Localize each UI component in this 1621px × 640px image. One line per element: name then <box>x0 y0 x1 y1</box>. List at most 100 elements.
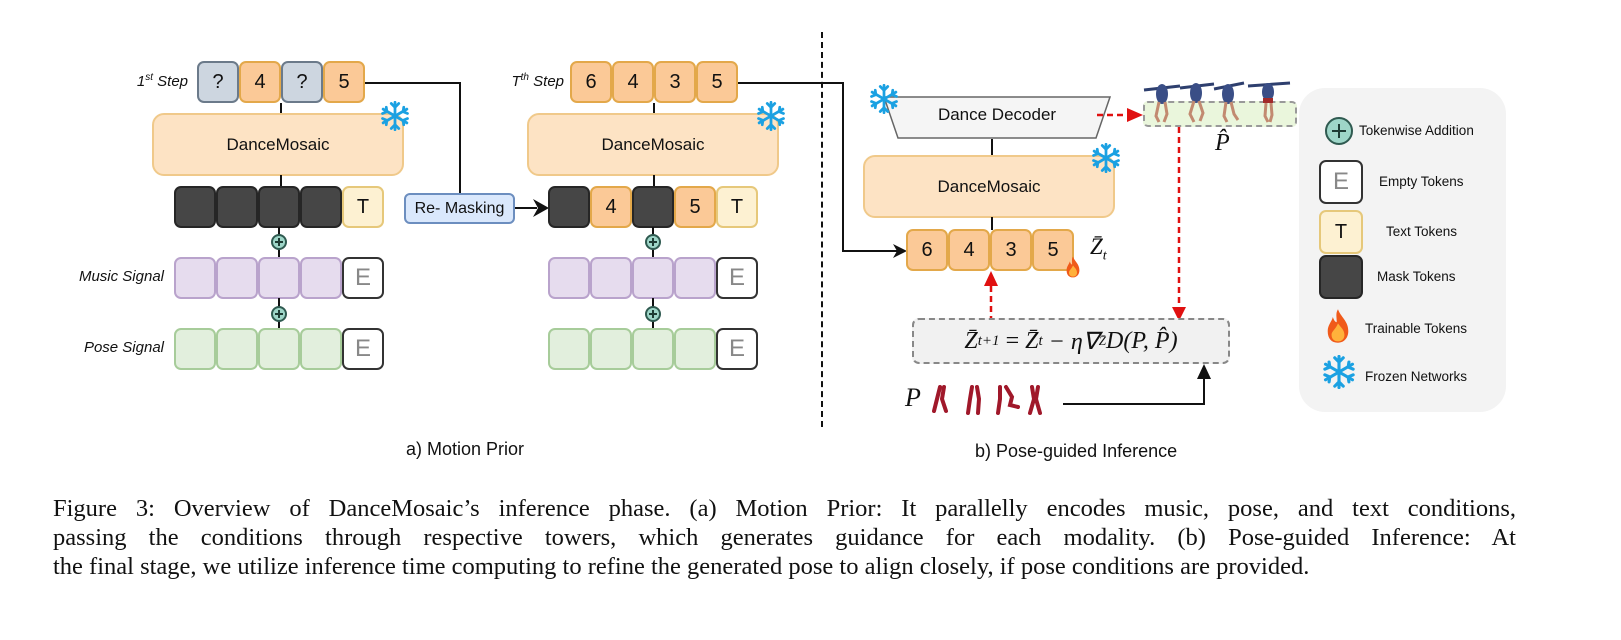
token-value: 5 <box>689 195 701 218</box>
step1-token-2: 4 <box>239 61 281 103</box>
music-token <box>216 257 258 299</box>
step1-token-1: ? <box>197 61 239 103</box>
p-hat-label: P̂ <box>1215 130 1230 156</box>
token-value: E <box>728 264 745 291</box>
connector <box>365 82 461 84</box>
guidance-arrow <box>1172 127 1186 321</box>
dancemosaic-model-T: DanceMosaic <box>527 113 779 176</box>
dancemosaic-model-1: DanceMosaic <box>152 113 404 176</box>
step-t-label: Tth Step <box>492 72 564 90</box>
guidance-arrow <box>984 271 998 319</box>
mask-token-icon <box>1319 255 1363 299</box>
unmasked-token: 5 <box>674 186 716 228</box>
step-t-word: Step <box>533 73 564 90</box>
legend-label: Trainable Tokens <box>1365 321 1468 336</box>
arrow-head-icon <box>893 244 907 258</box>
connector <box>1203 378 1205 405</box>
pose-token <box>258 328 300 370</box>
token-glyph: T <box>1334 220 1348 243</box>
mask-token <box>258 186 300 228</box>
model-label: DanceMosaic <box>226 134 330 154</box>
model-label: DanceMosaic <box>601 134 705 154</box>
token-value: 4 <box>963 238 975 261</box>
token-value: 4 <box>605 195 617 218</box>
latent-token-3: 3 <box>990 229 1032 271</box>
arrow-head-icon <box>1197 364 1211 379</box>
legend-label: Tokenwise Addition <box>1359 123 1474 138</box>
step-t-number: T <box>511 73 521 90</box>
re-masking-label: Re- Masking <box>414 199 505 217</box>
empty-token: E <box>342 328 384 370</box>
connector <box>280 103 282 114</box>
connector <box>991 217 993 230</box>
guidance-arrow <box>1097 108 1143 122</box>
connector <box>991 139 993 156</box>
stepT-token-1: 6 <box>570 61 612 103</box>
music-token <box>674 257 716 299</box>
connector <box>842 82 844 252</box>
figure-caption: Figure 3: Overview of DanceMosaic’s infe… <box>53 494 1516 581</box>
connector <box>653 103 655 114</box>
music-signal-label: Music Signal <box>78 268 164 285</box>
token-value: T <box>356 195 370 218</box>
token-value: 4 <box>627 70 639 93</box>
token-value: 3 <box>1005 238 1017 261</box>
mask-token <box>632 186 674 228</box>
pose-token <box>590 328 632 370</box>
fire-icon <box>1327 309 1349 343</box>
step1-token-3: ? <box>281 61 323 103</box>
caption-line: the final stage, we utilize inference ti… <box>53 553 1310 580</box>
step-1-sup: st <box>145 72 153 83</box>
connector <box>515 207 537 209</box>
pose-token <box>632 328 674 370</box>
music-token <box>258 257 300 299</box>
token-value: ? <box>212 70 224 93</box>
pose-legs-figures <box>932 385 1042 415</box>
token-value: E <box>354 264 371 291</box>
tokenwise-addition-icon <box>1325 117 1353 145</box>
mask-token <box>216 186 258 228</box>
dancer-figure <box>1143 84 1181 123</box>
token-value: 4 <box>254 70 266 93</box>
empty-token-icon: E <box>1319 160 1363 204</box>
connector <box>738 82 844 84</box>
music-token <box>590 257 632 299</box>
eq-grad-sub: Z̄ <box>1098 333 1107 348</box>
panel-a-title: a) Motion Prior <box>406 439 525 459</box>
z-symbol: Z̄ <box>1090 234 1103 259</box>
legend-label: Frozen Networks <box>1365 369 1468 384</box>
step-1-label: 1st Step <box>118 72 188 90</box>
text-token: T <box>342 186 384 228</box>
connector <box>653 175 655 187</box>
legend-label: Mask Tokens <box>1377 269 1456 284</box>
token-value: E <box>354 335 371 362</box>
dance-decoder-label: Dance Decoder <box>937 105 1057 124</box>
model-label: DanceMosaic <box>937 176 1041 196</box>
token-value: 6 <box>921 238 933 261</box>
mask-token <box>174 186 216 228</box>
music-token <box>300 257 342 299</box>
z-subscript: t <box>1102 248 1107 264</box>
legs-figure <box>1028 385 1042 415</box>
panel-divider <box>821 32 823 427</box>
step-1-number: 1 <box>136 73 146 90</box>
empty-token: E <box>342 257 384 299</box>
legend-label: Empty Tokens <box>1379 174 1464 189</box>
tokenwise-addition-icon <box>645 306 661 322</box>
eq-equals: = <box>999 327 1026 354</box>
decoded-dancer-figures <box>1143 81 1291 123</box>
token-value: 5 <box>1047 238 1059 261</box>
music-token <box>632 257 674 299</box>
connector <box>1063 403 1205 405</box>
p-label: P <box>905 383 921 412</box>
tokenwise-addition-icon <box>645 234 661 250</box>
eq-lhs-sub: t+1 <box>977 332 1000 349</box>
eq-z-sub: t <box>1038 332 1043 349</box>
pose-signal-label: Pose Signal <box>83 339 164 356</box>
dance-decoder-shape <box>882 96 1112 139</box>
panel-b-title: b) Pose-guided Inference <box>975 441 1178 461</box>
step-t-sup: th <box>520 72 529 83</box>
latent-token-1: 6 <box>906 229 948 271</box>
pose-token <box>174 328 216 370</box>
mask-token <box>548 186 590 228</box>
